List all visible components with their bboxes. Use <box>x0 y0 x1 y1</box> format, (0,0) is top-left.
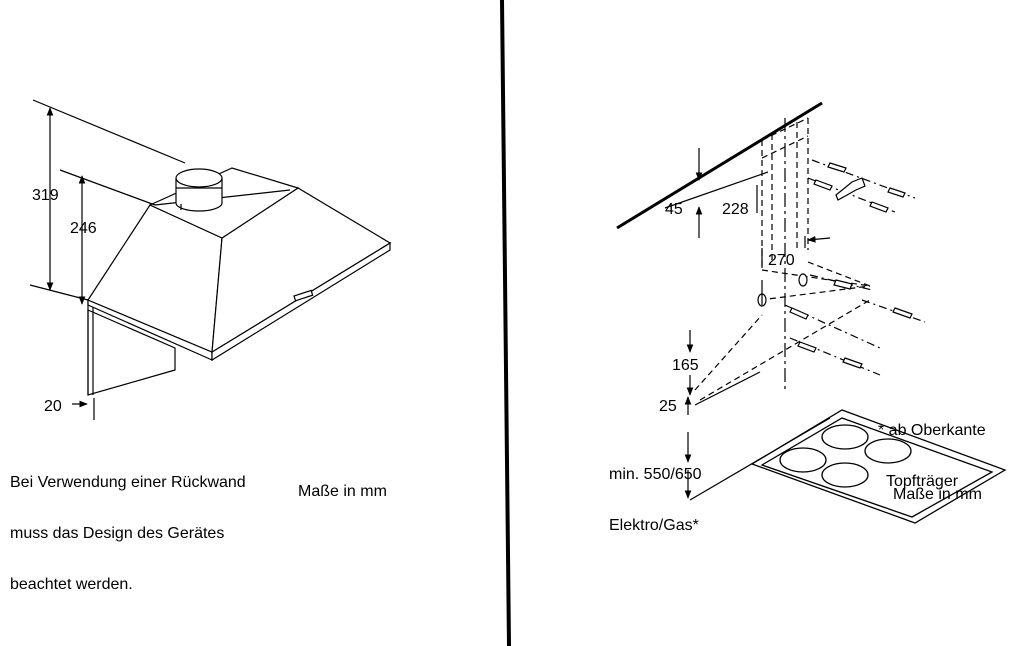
burner-3 <box>779 447 827 473</box>
dimension-246: 246 <box>70 220 97 237</box>
worktop-line <box>689 417 831 501</box>
cooktop <box>750 409 1007 524</box>
ceiling-line <box>616 101 823 230</box>
footnote-line-1: * ab Oberkante <box>878 422 986 439</box>
footnote-line-2: Topfträger <box>886 473 959 490</box>
chimney-outline <box>694 117 871 401</box>
note-line-3: beachtet werden. <box>10 576 133 593</box>
footnote: * ab Oberkante Topfträger <box>878 388 986 507</box>
min-height-line-2: Elektro/Gas* <box>609 517 699 534</box>
min-height-line-1: min. 550/650 <box>609 466 702 483</box>
dimension-45: 45 <box>665 201 683 218</box>
control-buttons <box>293 289 314 302</box>
dimension-165: 165 <box>672 357 699 374</box>
dimension-319: 319 <box>32 187 59 204</box>
burner-4 <box>821 462 869 488</box>
screws <box>757 159 926 376</box>
units-label-left: Maße in mm <box>298 483 387 500</box>
min-height-note: min. 550/650 Elektro/Gas* <box>609 432 702 551</box>
dimension-20: 20 <box>44 398 62 415</box>
exhaust-collar <box>175 168 223 212</box>
dimension-25: 25 <box>659 398 677 415</box>
burner-1 <box>821 424 869 450</box>
note-line-2: muss das Design des Gerätes <box>10 525 225 542</box>
rear-wall-note: Bei Verwendung einer Rückwand muss das D… <box>10 440 246 610</box>
dimension-270: 270 <box>768 252 795 269</box>
bracket-hook <box>835 177 866 201</box>
left-dimension-lines <box>46 107 95 420</box>
hood-drawing <box>29 99 392 396</box>
note-line-1: Bei Verwendung einer Rückwand <box>10 474 246 491</box>
right-dimension-lines <box>664 148 831 499</box>
dimension-228: 228 <box>722 201 749 218</box>
panel-divider <box>500 0 511 646</box>
burner-2 <box>864 438 912 464</box>
units-label-right: Maße in mm <box>893 486 982 503</box>
